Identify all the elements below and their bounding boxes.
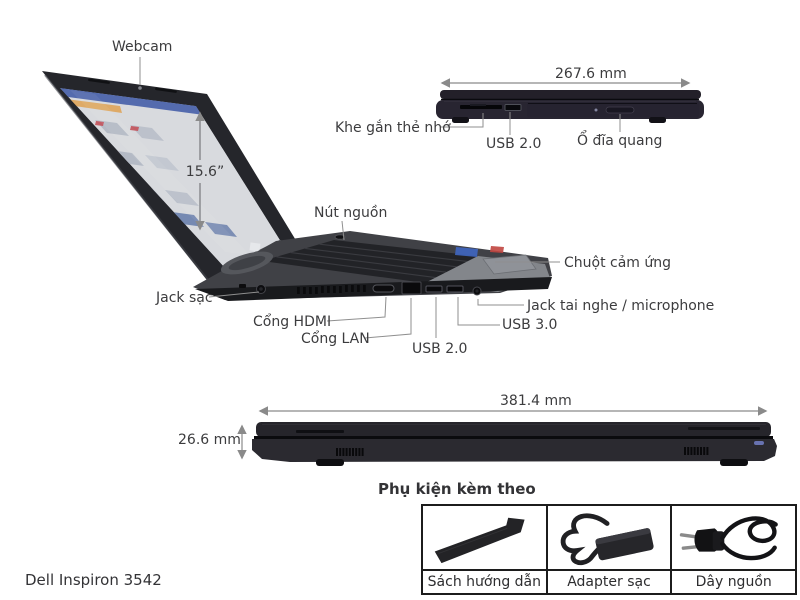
keyboard-rows bbox=[276, 243, 468, 279]
power-button bbox=[334, 234, 346, 240]
callout-lines bbox=[139, 57, 621, 339]
accessory-label: Adapter sạc bbox=[547, 569, 671, 593]
laptop-open-figure bbox=[42, 71, 552, 301]
windows-logo bbox=[249, 242, 261, 252]
keyboard bbox=[262, 240, 478, 283]
power-cord-icon bbox=[672, 506, 795, 569]
label-webcam: Webcam bbox=[112, 39, 173, 55]
vent-grille bbox=[297, 285, 366, 294]
label-power-button: Nút nguồn bbox=[314, 205, 388, 221]
laptop-front-figure bbox=[252, 422, 777, 466]
accessories-title: Phụ kiện kèm theo bbox=[378, 480, 536, 498]
label-headphone-jack: Jack tai nghe / microphone bbox=[527, 298, 715, 314]
optical-eject-button bbox=[605, 106, 635, 114]
label-optical-drive: Ổ đĩa quang bbox=[577, 133, 663, 149]
label-screen-size: 15.6” bbox=[185, 164, 225, 180]
label-usb2-main: USB 2.0 bbox=[412, 341, 468, 357]
laptop-screen bbox=[60, 88, 280, 267]
touchpad-surface bbox=[482, 254, 537, 275]
front-vent-right bbox=[684, 447, 709, 455]
label-lan: Cổng LAN bbox=[301, 331, 370, 347]
laptop-side-figure bbox=[436, 90, 704, 123]
accessories-box: Sách hướng dẫn Adapter sạc bbox=[421, 504, 797, 595]
hdmi-port bbox=[372, 284, 395, 293]
usb3-port bbox=[446, 285, 464, 293]
battery-icon bbox=[423, 506, 546, 569]
front-vent-left bbox=[336, 448, 364, 456]
label-charging-jack: Jack sạc bbox=[156, 290, 213, 306]
red-sticker bbox=[490, 246, 504, 253]
power-adapter-icon bbox=[548, 506, 671, 569]
accessory-item-battery: Sách hướng dẫn bbox=[423, 506, 546, 593]
label-front-height: 26.6 mm bbox=[178, 432, 241, 448]
product-name: Dell Inspiron 3542 bbox=[25, 571, 162, 589]
lock-slot bbox=[239, 284, 246, 288]
label-usb3: USB 3.0 bbox=[502, 317, 558, 333]
label-card-slot: Khe gắn thẻ nhớ bbox=[335, 120, 451, 136]
label-usb2-side: USB 2.0 bbox=[486, 136, 542, 152]
intel-sticker bbox=[455, 247, 478, 257]
usb2-port bbox=[425, 285, 443, 293]
accessory-label: Sách hướng dẫn bbox=[423, 569, 546, 593]
accessory-item-cord: Dây nguồn bbox=[670, 506, 796, 593]
label-front-width: 381.4 mm bbox=[500, 393, 572, 409]
status-led bbox=[754, 441, 764, 445]
dimension-arrows bbox=[195, 78, 768, 460]
accessory-item-adapter: Adapter sạc bbox=[545, 506, 671, 593]
label-hdmi: Cổng HDMI bbox=[253, 314, 332, 330]
label-side-width: 267.6 mm bbox=[555, 66, 627, 82]
lan-port bbox=[401, 281, 422, 295]
webcam-dot bbox=[138, 86, 142, 90]
label-touchpad: Chuột cảm ứng bbox=[564, 255, 672, 271]
accessory-label: Dây nguồn bbox=[672, 569, 796, 593]
side-usb2-port bbox=[504, 104, 522, 111]
